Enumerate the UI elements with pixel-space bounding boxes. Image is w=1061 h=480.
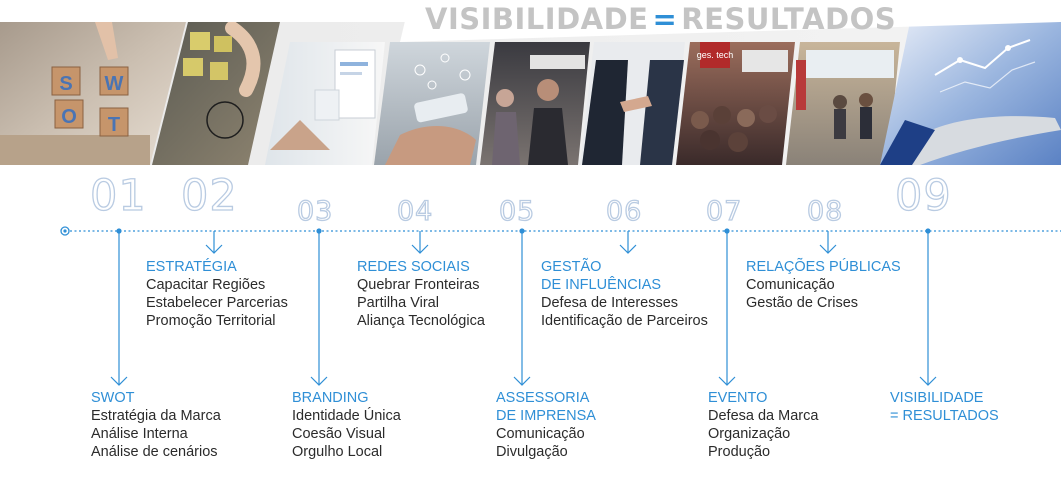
step-number-02: 02	[180, 170, 238, 221]
arrow-05	[513, 376, 531, 386]
arrow-09	[919, 376, 937, 386]
arrow-03	[310, 376, 328, 386]
step-number-07: 07	[705, 195, 743, 227]
step-07-item: Defesa da Marca	[708, 408, 819, 424]
step-number-05: 05	[498, 195, 536, 227]
step-03-item: Identidade Única	[292, 408, 401, 424]
arrow-07	[718, 376, 736, 386]
phone-social-photo	[374, 42, 490, 165]
step-02-item: Estabelecer Parcerias	[146, 295, 288, 311]
step-06-item: Defesa de Interesses	[541, 295, 679, 311]
step-06-item: Identificação de Parceiros	[541, 313, 708, 329]
step-04-title: REDES SOCIAIS	[357, 259, 470, 275]
step-05-title: DE IMPRENSA	[496, 408, 596, 424]
step-03-item: Coesão Visual	[292, 426, 386, 442]
arrow-04	[411, 244, 429, 254]
step-07-item: Produção	[708, 444, 771, 460]
step-05-item: Divulgação	[496, 444, 568, 460]
step-07-title: EVENTO	[708, 390, 768, 406]
step-09-block: VISIBILIDADE = RESULTADOS	[890, 389, 999, 425]
step-number-01: 01	[89, 170, 147, 221]
swot-letter-t: T	[108, 114, 120, 136]
step-01-block: SWOT Estratégia da Marca Análise Interna…	[91, 389, 221, 461]
photo-banner: S W O T	[0, 0, 1061, 165]
swot-letter-w: W	[105, 73, 124, 95]
step-09-title: VISIBILIDADE	[890, 390, 984, 406]
headline-equals: =	[652, 2, 678, 36]
sticky-notes-photo	[152, 21, 280, 165]
step-number-09: 09	[894, 170, 952, 221]
step-number-06: 06	[605, 195, 643, 227]
arrow-02	[205, 244, 223, 254]
arrow-01	[110, 376, 128, 386]
headline-right: RESULTADOS	[681, 2, 897, 36]
step-05-item: Comunicação	[496, 426, 585, 442]
step-08-title: RELAÇÕES PÚBLICAS	[746, 259, 901, 275]
step-08-item: Comunicação	[746, 277, 835, 293]
arrow-08	[819, 244, 837, 254]
timeline-lines	[60, 226, 1061, 386]
headline-left: VISIBILIDADE	[425, 2, 649, 36]
step-05-block: ASSESSORIA DE IMPRENSA Comunicação Divul…	[496, 389, 596, 461]
step-09-title: = RESULTADOS	[890, 408, 999, 424]
step-07-item: Organização	[708, 426, 791, 442]
step-02-item: Capacitar Regiões	[146, 277, 266, 293]
event-sign: ges. tech	[697, 50, 734, 60]
step-04-item: Partilha Viral	[357, 295, 439, 311]
step-06-title: DE INFLUÊNCIAS	[541, 277, 662, 293]
conference-speaker-photo	[480, 42, 590, 165]
step-07-block: EVENTO Defesa da Marca Organização Produ…	[708, 389, 818, 461]
step-04-item: Aliança Tecnológica	[357, 313, 485, 329]
arrow-06	[619, 244, 637, 254]
step-03-title: BRANDING	[292, 390, 369, 406]
swot-photo: S W O T	[0, 22, 186, 165]
swot-letter-o: O	[61, 106, 77, 128]
step-01-item: Análise de cenários	[91, 444, 218, 460]
step-02-title: ESTRATÉGIA	[146, 259, 237, 275]
step-number-03: 03	[296, 195, 334, 227]
step-08-block: RELAÇÕES PÚBLICAS Comunicação Gestão de …	[746, 258, 901, 312]
step-01-item: Análise Interna	[91, 426, 188, 442]
step-01-title: SWOT	[91, 390, 135, 406]
step-05-title: ASSESSORIA	[496, 390, 590, 406]
page-headline: VISIBILIDADE=RESULTADOS	[425, 2, 896, 36]
step-04-block: REDES SOCIAIS Quebrar Fronteiras Partilh…	[357, 258, 485, 330]
step-03-item: Orgulho Local	[292, 444, 383, 460]
step-number-08: 08	[806, 195, 844, 227]
step-number-04: 04	[396, 195, 434, 227]
growth-hand-photo	[880, 22, 1061, 165]
step-03-block: BRANDING Identidade Única Coesão Visual …	[292, 389, 401, 461]
step-06-title: GESTÃO	[541, 259, 602, 275]
step-02-item: Promoção Territorial	[146, 313, 276, 329]
step-08-item: Gestão de Crises	[746, 295, 859, 311]
step-02-block: ESTRATÉGIA Capacitar Regiões Estabelecer…	[146, 258, 288, 330]
step-01-item: Estratégia da Marca	[91, 408, 221, 424]
step-04-item: Quebrar Fronteiras	[357, 277, 480, 293]
event-room-photo	[786, 42, 900, 165]
office-laptop-photo	[265, 42, 385, 165]
handshake-photo	[580, 42, 685, 165]
step-06-block: GESTÃO DE INFLUÊNCIAS Defesa de Interess…	[541, 258, 708, 330]
audience-photo: ges. tech	[676, 42, 795, 165]
swot-letter-s: S	[59, 73, 72, 95]
